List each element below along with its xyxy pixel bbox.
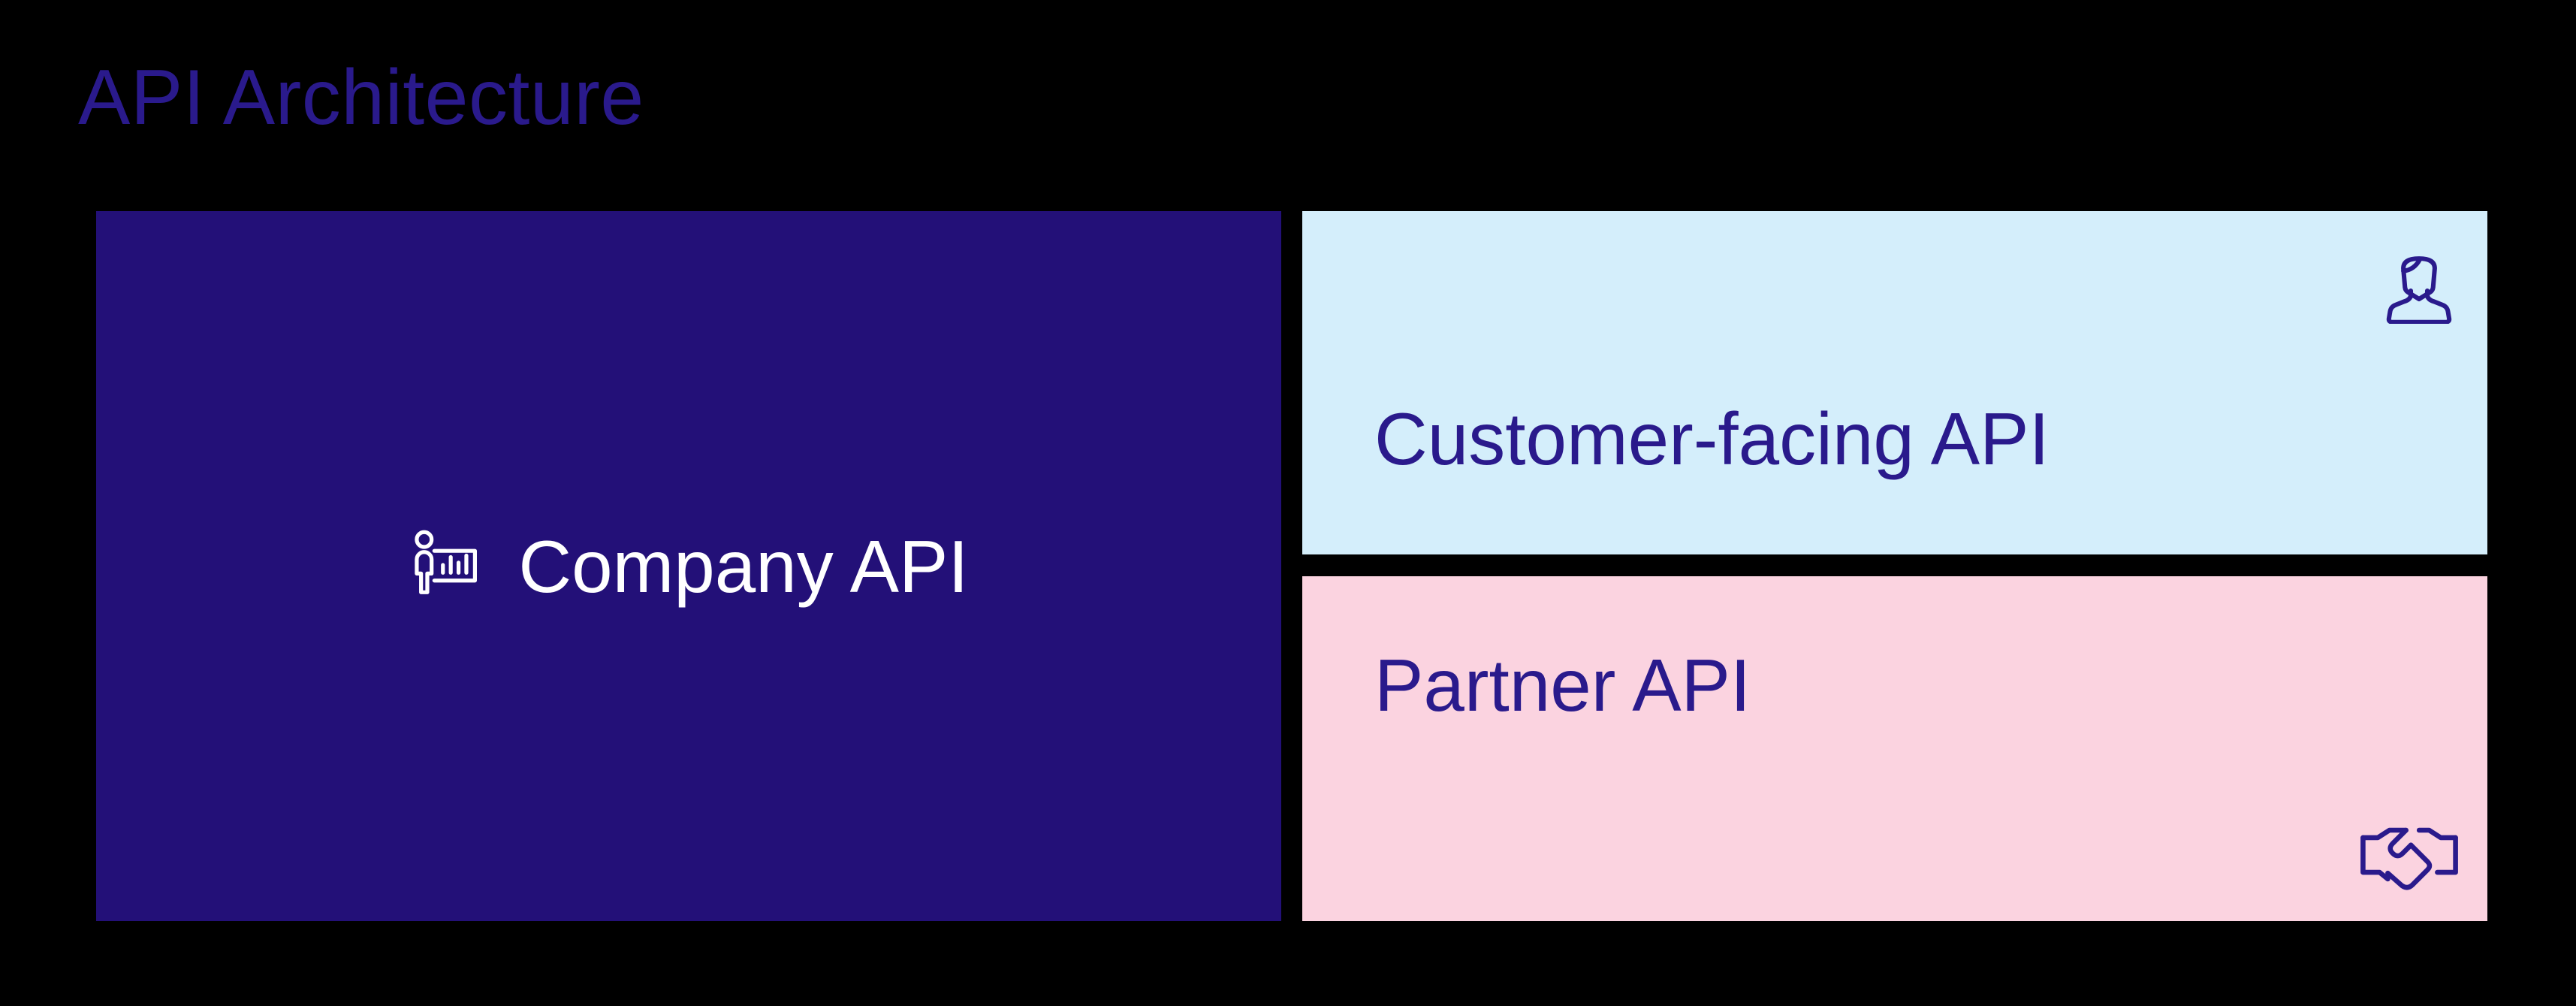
page-title: API Architecture (78, 54, 644, 141)
partner-api-box[interactable]: Partner API (1302, 576, 2487, 921)
customer-api-box[interactable]: Customer-facing API (1302, 211, 2487, 554)
customer-api-label: Customer-facing API (1374, 397, 2050, 480)
partner-api-label: Partner API (1374, 644, 1751, 727)
company-api-content: Company API (409, 524, 969, 608)
company-api-box[interactable]: Company API (96, 211, 1281, 921)
presentation-analyst-icon (409, 527, 487, 606)
company-api-label: Company API (518, 524, 969, 608)
